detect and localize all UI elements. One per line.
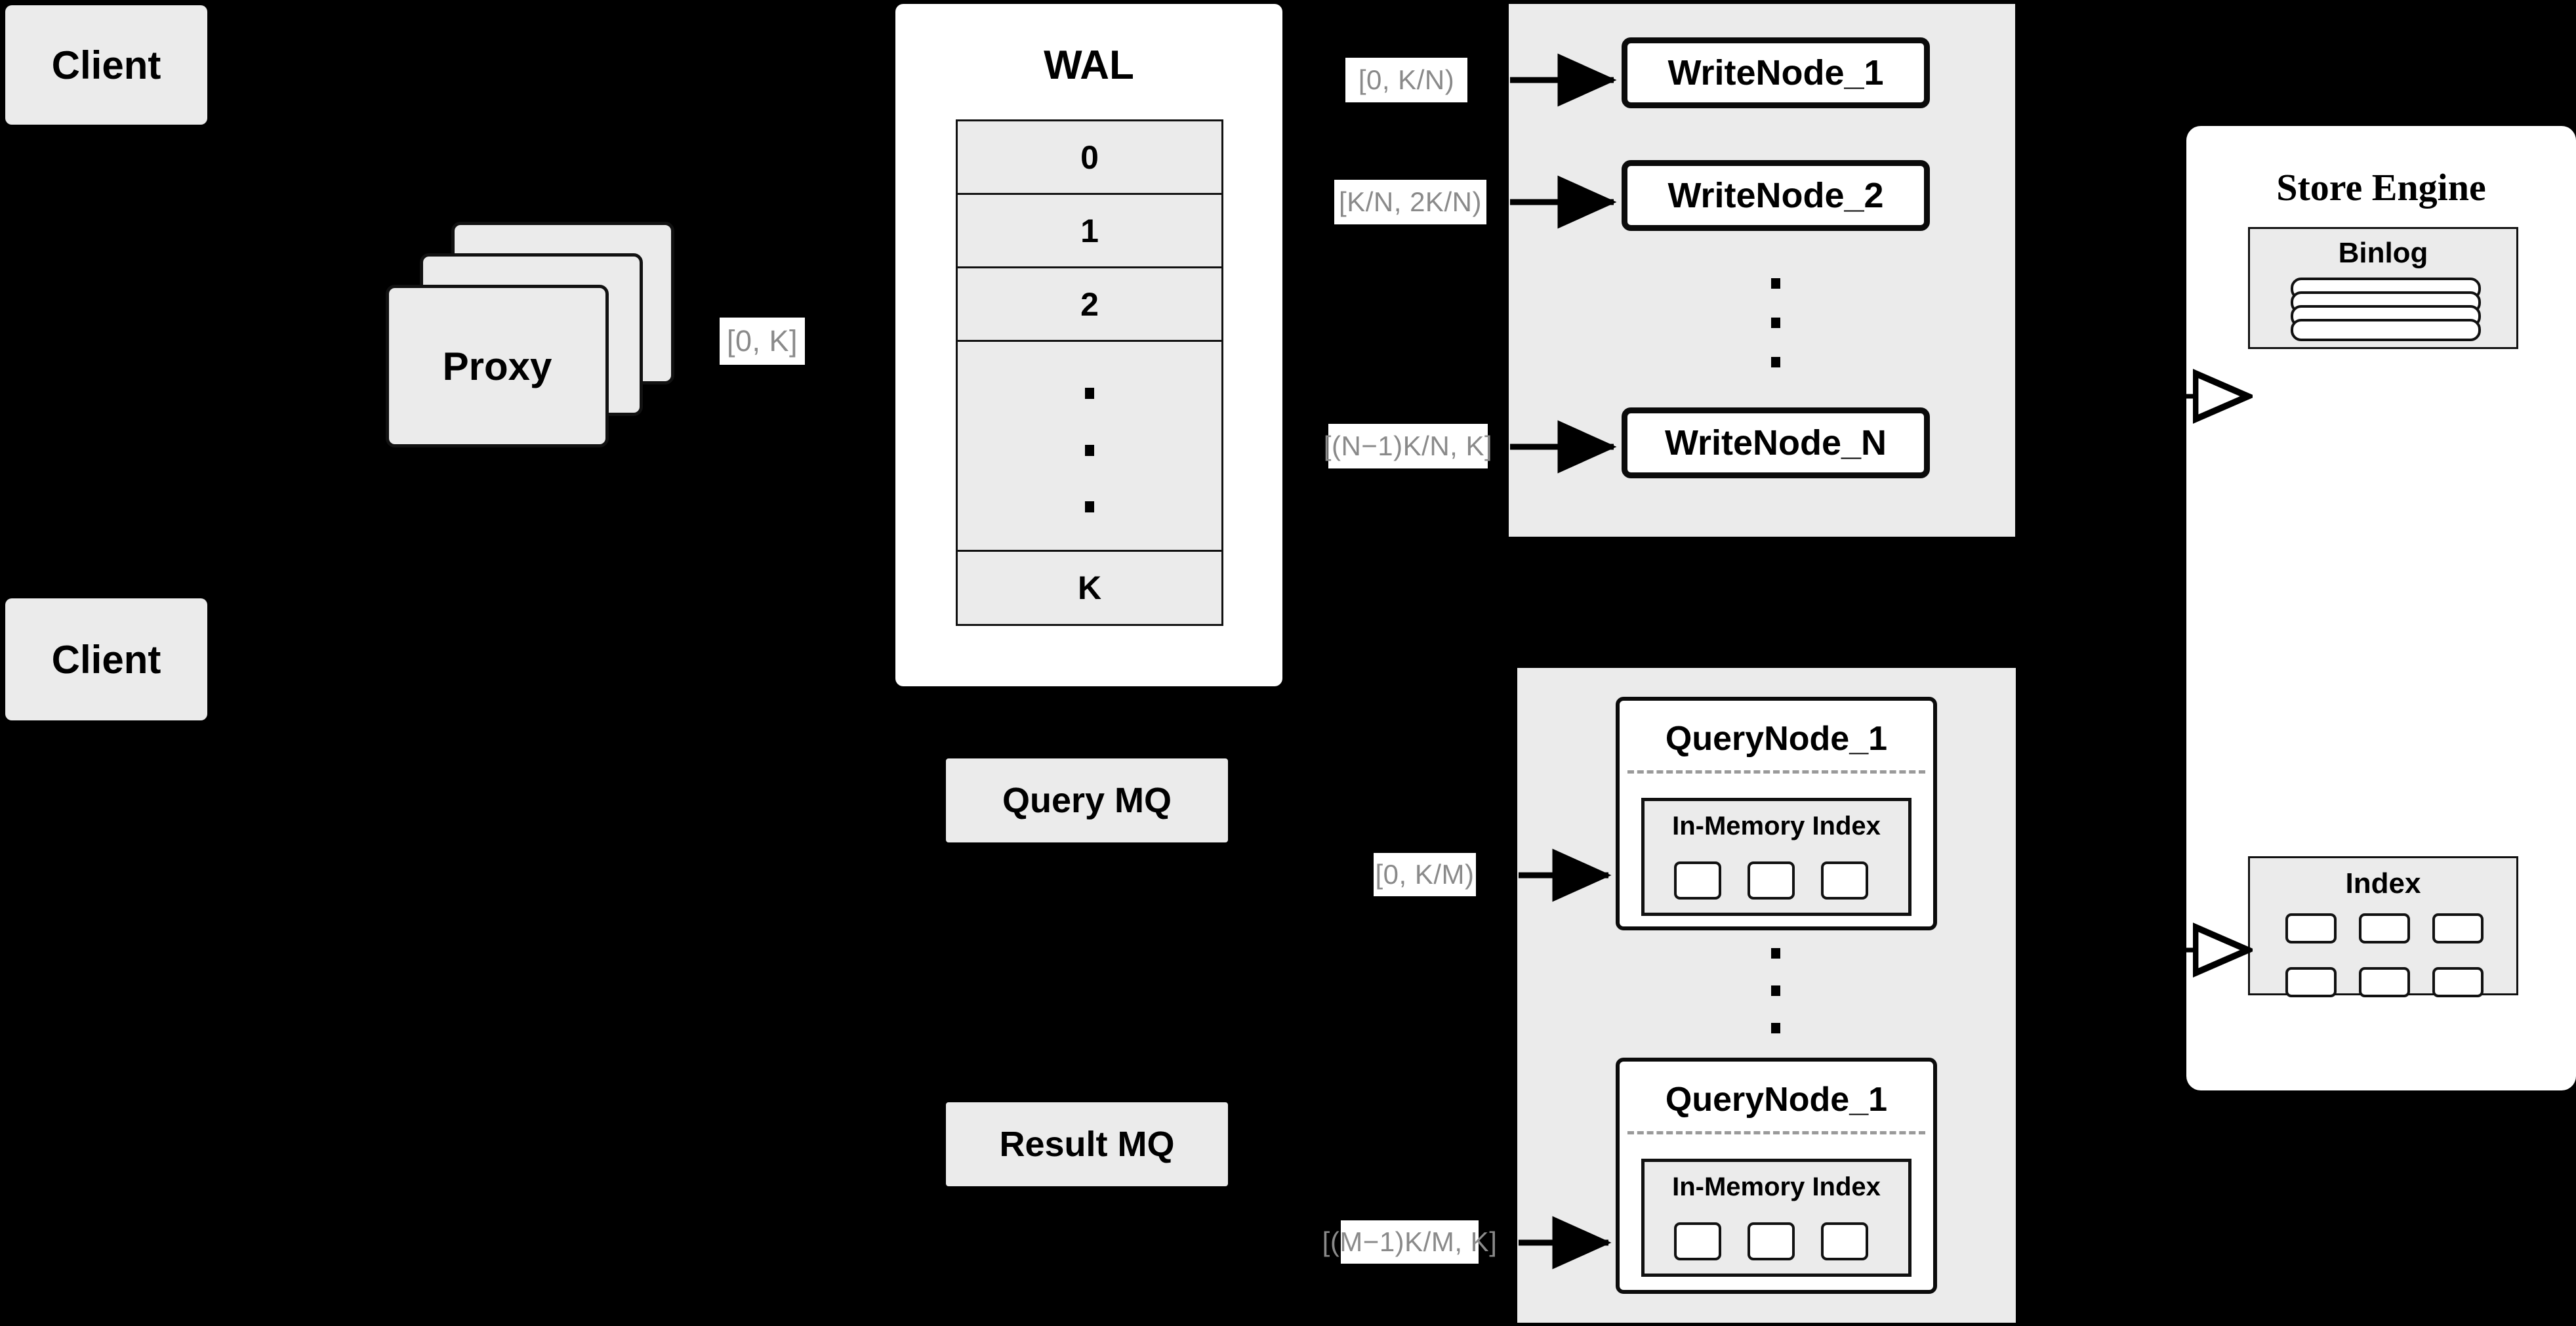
query-node-1-index-cell-3[interactable] bbox=[1821, 861, 1868, 900]
wal-row-1[interactable]: 1 bbox=[958, 195, 1221, 268]
write-node-n[interactable]: WriteNode_N bbox=[1622, 407, 1930, 478]
range-chip-write-1-label: [0, K/N) bbox=[1358, 64, 1455, 95]
query-node-m-index-cell-3[interactable] bbox=[1821, 1222, 1868, 1260]
query-node-1-index-cell-2[interactable] bbox=[1748, 861, 1795, 900]
proxy-label: Proxy bbox=[442, 344, 552, 388]
wal-row-label-1: 1 bbox=[1080, 212, 1099, 249]
query-node-m-inmemory-index: In-Memory Index bbox=[1641, 1159, 1912, 1277]
store-index-cell-2[interactable] bbox=[2359, 913, 2410, 943]
query-node-1-divider bbox=[1627, 770, 1925, 774]
query-node-m-inmemory-index-title: In-Memory Index bbox=[1672, 1172, 1881, 1201]
wal-row-ellipsis bbox=[958, 342, 1221, 552]
query-node-m-index-cell-2[interactable] bbox=[1748, 1222, 1795, 1260]
query-node-1-inmemory-index-title: In-Memory Index bbox=[1672, 812, 1881, 840]
query-group-ellipsis-dots bbox=[1771, 948, 1780, 1033]
query-node-m-title: QueryNode_1 bbox=[1665, 1081, 1888, 1119]
wal-row-label-k: K bbox=[1077, 570, 1102, 606]
store-engine-panel: Store Engine Binlog Index bbox=[2186, 126, 2576, 1090]
range-chip-write-2-label: [K/N, 2K/N) bbox=[1339, 186, 1482, 217]
binlog-bar-4[interactable] bbox=[2291, 319, 2481, 341]
range-chip-write-1: [0, K/N) bbox=[1345, 58, 1467, 102]
query-node-1-index-cell-1[interactable] bbox=[1674, 861, 1721, 900]
range-chip-query-1-label: [0, K/M) bbox=[1375, 859, 1475, 890]
query-node-1[interactable]: QueryNode_1 In-Memory Index bbox=[1616, 697, 1937, 930]
range-chip-query-1: [0, K/M) bbox=[1374, 853, 1476, 896]
store-index-title: Index bbox=[2345, 867, 2421, 900]
client-box-2[interactable]: Client bbox=[5, 598, 207, 720]
write-node-1-label: WriteNode_1 bbox=[1667, 53, 1884, 93]
proxy-box[interactable]: Proxy bbox=[386, 285, 609, 447]
result-mq-box[interactable]: Result MQ bbox=[946, 1102, 1228, 1186]
write-group-ellipsis-dots bbox=[1771, 278, 1780, 367]
range-chip-proxy-out: [0, K] bbox=[720, 318, 805, 365]
store-index-cell-3[interactable] bbox=[2432, 913, 2484, 943]
wal-row-0[interactable]: 0 bbox=[958, 121, 1221, 195]
binlog-title: Binlog bbox=[2338, 237, 2428, 269]
query-node-1-inmemory-index: In-Memory Index bbox=[1641, 798, 1912, 916]
store-index-cell-5[interactable] bbox=[2359, 967, 2410, 997]
write-node-2-label: WriteNode_2 bbox=[1667, 176, 1884, 215]
range-chip-query-m: [(M−1)K/M, K] bbox=[1322, 1220, 1497, 1264]
range-chip-write-2: [K/N, 2K/N) bbox=[1334, 180, 1486, 224]
store-index-cell-1[interactable] bbox=[2285, 913, 2337, 943]
wal-row-label-2: 2 bbox=[1080, 285, 1099, 323]
write-node-1[interactable]: WriteNode_1 bbox=[1622, 37, 1930, 108]
write-node-n-label: WriteNode_N bbox=[1664, 423, 1887, 463]
query-node-1-title: QueryNode_1 bbox=[1665, 720, 1888, 758]
client-label-2: Client bbox=[51, 637, 161, 682]
wal-table: 0 1 2 K bbox=[956, 119, 1223, 626]
wal-title: WAL bbox=[1044, 43, 1134, 88]
range-chip-query-m-label: [(M−1)K/M, K] bbox=[1322, 1226, 1498, 1257]
store-engine-title: Store Engine bbox=[2276, 166, 2486, 209]
binlog-box: Binlog bbox=[2248, 227, 2518, 349]
store-index-box: Index bbox=[2248, 856, 2518, 997]
range-chip-write-n: [(N−1)K/N, K] bbox=[1324, 424, 1492, 468]
range-chip-write-n-label: [(N−1)K/N, K] bbox=[1323, 430, 1493, 461]
store-index-cell-6[interactable] bbox=[2432, 967, 2484, 997]
query-node-m-divider bbox=[1627, 1131, 1925, 1134]
query-mq-box[interactable]: Query MQ bbox=[946, 758, 1228, 842]
wal-panel: WAL 0 1 2 K bbox=[895, 4, 1282, 686]
client-box-1[interactable]: Client bbox=[5, 5, 207, 125]
wal-row-2[interactable]: 2 bbox=[958, 268, 1221, 342]
wal-row-k[interactable]: K bbox=[958, 552, 1221, 624]
write-node-2[interactable]: WriteNode_2 bbox=[1622, 160, 1930, 231]
wal-row-label-0: 0 bbox=[1080, 138, 1099, 176]
wal-ellipsis-dots bbox=[1085, 388, 1094, 512]
result-mq-label: Result MQ bbox=[999, 1125, 1175, 1164]
store-index-cell-4[interactable] bbox=[2285, 967, 2337, 997]
client-label-1: Client bbox=[51, 43, 161, 87]
query-node-m-index-cell-1[interactable] bbox=[1674, 1222, 1721, 1260]
query-node-m[interactable]: QueryNode_1 In-Memory Index bbox=[1616, 1058, 1937, 1294]
range-chip-proxy-out-label: [0, K] bbox=[726, 324, 798, 358]
query-mq-label: Query MQ bbox=[1002, 781, 1172, 820]
